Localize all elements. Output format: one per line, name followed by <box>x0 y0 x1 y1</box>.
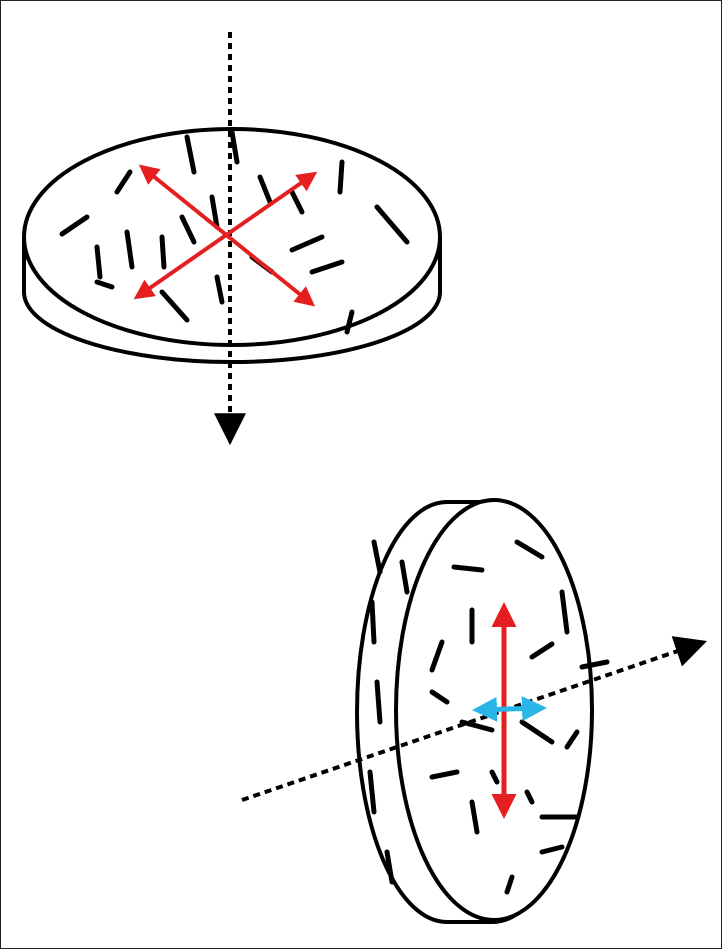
molecule-dash <box>377 682 380 722</box>
molecule-dash <box>97 247 100 277</box>
molecule-dash <box>340 162 342 192</box>
molecule-dash <box>454 567 482 570</box>
molecule-dash <box>374 542 380 572</box>
molecule-dash <box>162 237 164 267</box>
horizontal-cyan-arrow <box>477 708 542 710</box>
molecule-dash <box>372 602 374 642</box>
